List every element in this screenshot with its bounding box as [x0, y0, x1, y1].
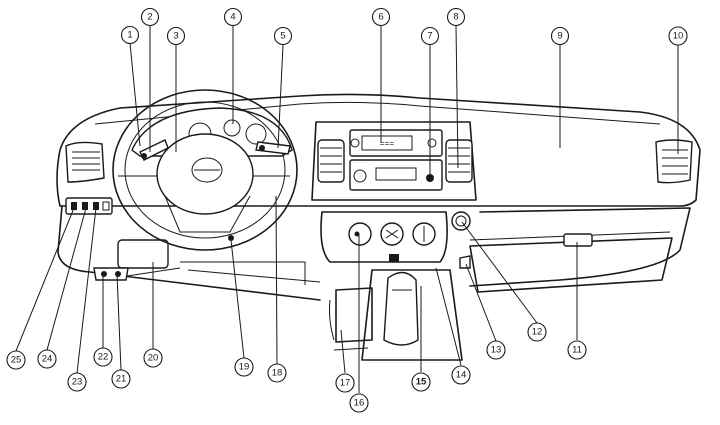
callout-11: 11 [567, 340, 587, 360]
callout-13: 13 [486, 340, 506, 360]
callout-5-circle [273, 26, 293, 46]
callout-7-label: 7 [427, 31, 432, 42]
callout-1: 1 [120, 25, 140, 45]
callout-1-label: 1 [127, 30, 132, 41]
leader-lines [15, 25, 679, 393]
callout-4-label: 4 [230, 12, 235, 23]
callout-24-label: 24 [42, 354, 53, 365]
left-switch-panel [65, 197, 113, 215]
callout-2-circle [140, 7, 160, 27]
callout-5: 5 [273, 26, 293, 46]
callout-8: 8 [446, 7, 466, 27]
callout-20-label: 20 [148, 353, 159, 364]
callout-24-circle [37, 349, 57, 369]
glove-box [469, 233, 673, 293]
callout-17-label: 17 [340, 378, 351, 389]
callout-6-circle [371, 7, 391, 27]
callout-19-circle [234, 357, 254, 377]
center-stack: === [311, 121, 477, 201]
callout-14-label: 14 [456, 370, 467, 381]
callout-22: 22 [93, 347, 113, 367]
callout-18: 18 [267, 363, 287, 383]
callout-7: 7 [420, 26, 440, 46]
callout-15-label: 15 [416, 377, 427, 388]
callout-9-label: 9 [557, 31, 562, 42]
callout-24: 24 [37, 349, 57, 369]
callout-22-label: 22 [98, 352, 109, 363]
callout-16: 16 [349, 393, 369, 413]
right-side-vent [655, 139, 693, 184]
callout-8-circle [446, 7, 466, 27]
callout-23-label: 23 [72, 377, 83, 388]
callout-16-circle [349, 393, 369, 413]
lower-left-parts [93, 239, 169, 281]
callout-14: 14 [451, 365, 471, 385]
callout-23-circle [67, 372, 87, 392]
callout-10-label: 10 [673, 31, 684, 42]
callout-8-label: 8 [453, 12, 458, 23]
gear-shifter [361, 254, 471, 361]
callout-1-circle [120, 25, 140, 45]
callout-5-label: 5 [280, 31, 285, 42]
callout-4: 4 [223, 7, 243, 27]
callout-6-label: 6 [378, 12, 383, 23]
callout-9: 9 [550, 26, 570, 46]
ignition-switch [228, 235, 234, 241]
callout-13-label: 13 [491, 345, 502, 356]
callout-21-label: 21 [116, 374, 127, 385]
callout-12-circle [527, 322, 547, 342]
callout-21-circle [111, 369, 131, 389]
stalks [139, 139, 291, 161]
callout-25-circle [6, 350, 26, 370]
callout-14-circle [451, 365, 471, 385]
callout-12-label: 12 [532, 327, 543, 338]
callout-6: 6 [371, 7, 391, 27]
callout-9-circle [550, 26, 570, 46]
callout-23: 23 [67, 372, 87, 392]
callout-22-circle [93, 347, 113, 367]
climate-controls [320, 211, 448, 263]
callout-10-circle [668, 26, 688, 46]
callout-2: 2 [140, 7, 160, 27]
callout-19-label: 19 [239, 362, 250, 373]
callout-25: 25 [6, 350, 26, 370]
callout-21: 21 [111, 369, 131, 389]
callout-10: 10 [668, 26, 688, 46]
callout-20: 20 [143, 348, 163, 368]
callout-12: 12 [527, 322, 547, 342]
callout-16-label: 16 [354, 398, 365, 409]
callout-2-label: 2 [147, 12, 152, 23]
callout-4-circle [223, 7, 243, 27]
callout-3-label: 3 [173, 31, 178, 42]
callout-18-circle [267, 363, 287, 383]
console-tray [329, 287, 373, 351]
callout-20-circle [143, 348, 163, 368]
callout-13-circle [486, 340, 506, 360]
callout-17: 17 [335, 373, 355, 393]
steering-wheel [112, 89, 298, 251]
callout-15: 15 [411, 372, 431, 392]
callout-17-circle [335, 373, 355, 393]
radio-display-text: === [380, 140, 395, 149]
callout-18-label: 18 [272, 368, 283, 379]
callout-15-circle [411, 372, 431, 392]
callout-25-label: 25 [11, 355, 22, 366]
callout-7-circle [420, 26, 440, 46]
callout-3-circle [166, 26, 186, 46]
hazard-switch [451, 211, 471, 231]
callout-11-circle [567, 340, 587, 360]
callout-19: 19 [234, 357, 254, 377]
callout-11-label: 11 [572, 345, 582, 356]
left-side-vent [65, 141, 105, 183]
callout-3: 3 [166, 26, 186, 46]
